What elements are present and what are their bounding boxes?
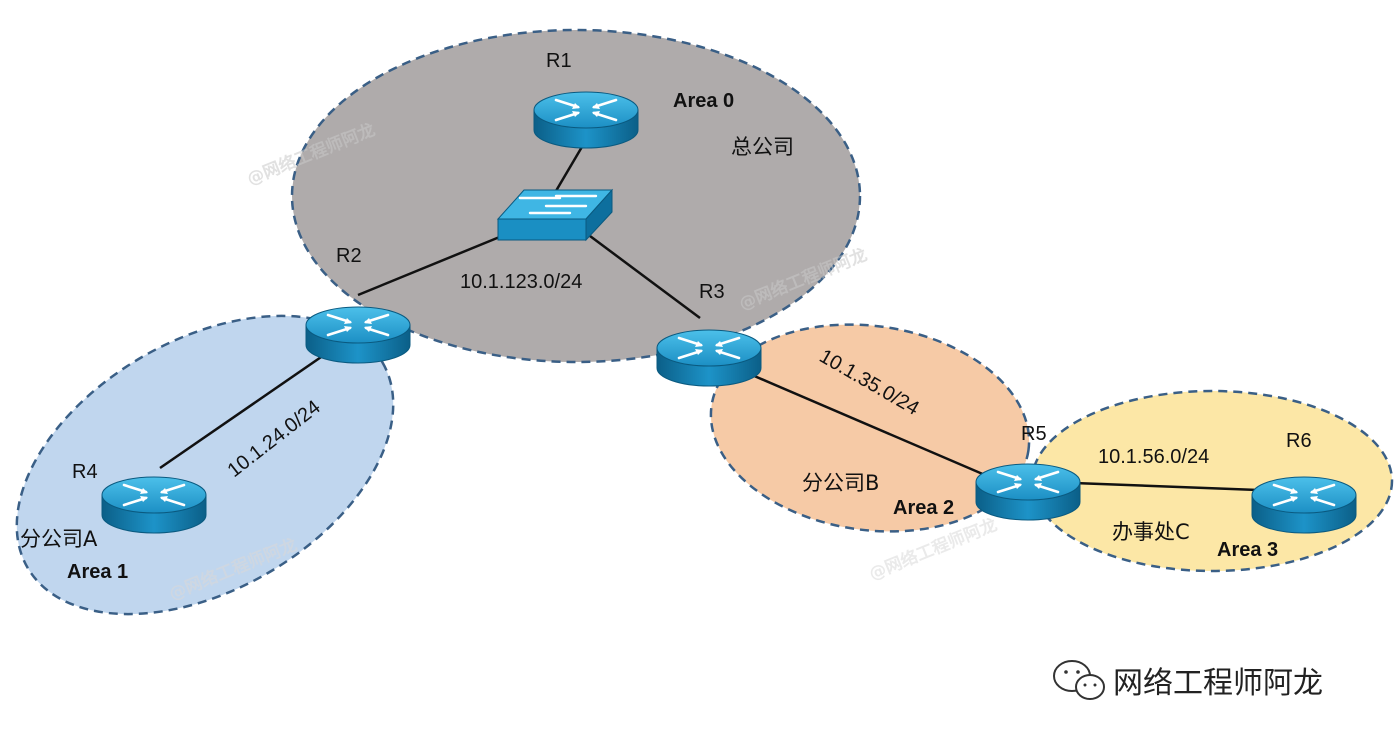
- area-2-zone: [709, 323, 1031, 533]
- area-label-0: Area 0: [673, 90, 734, 112]
- link-r5-r6: [1073, 481, 1259, 492]
- site-label-branch-a: 分公司A: [20, 527, 98, 551]
- site-label-office-c: 办事处C: [1112, 520, 1190, 544]
- area-label-2: Area 2: [893, 497, 954, 519]
- router-label-r5: R5: [1021, 423, 1047, 445]
- router-r3-icon[interactable]: [655, 328, 763, 388]
- area-label-1: Area 1: [67, 561, 128, 583]
- router-label-r1: R1: [546, 50, 572, 72]
- link-switch-r2: [357, 234, 503, 297]
- router-r5-icon[interactable]: [974, 462, 1082, 522]
- link-r3-r5: [744, 370, 986, 477]
- router-r6-icon[interactable]: [1250, 475, 1358, 535]
- link-r2-r4: [159, 342, 341, 470]
- switch-icon[interactable]: [496, 188, 614, 242]
- subnet-label-56: 10.1.56.0/24: [1098, 446, 1209, 468]
- router-r2-icon[interactable]: [304, 305, 412, 365]
- router-label-r3: R3: [699, 281, 725, 303]
- link-r1-switch: [551, 139, 588, 197]
- footer-brand-text: 网络工程师阿龙: [1113, 666, 1323, 701]
- router-label-r6: R6: [1286, 430, 1312, 452]
- router-label-r2: R2: [336, 245, 362, 267]
- router-label-r4: R4: [72, 461, 98, 483]
- area-label-3: Area 3: [1217, 539, 1278, 561]
- link-switch-r3: [589, 234, 701, 320]
- subnet-label-123: 10.1.123.0/24: [460, 271, 582, 293]
- links: [159, 139, 1259, 492]
- wechat-icon: [1053, 660, 1105, 700]
- router-r4-icon[interactable]: [100, 475, 208, 535]
- router-r1-icon[interactable]: [532, 90, 640, 150]
- site-label-branch-b: 分公司B: [802, 471, 879, 495]
- area-1-zone: [15, 314, 395, 616]
- site-label-hq: 总公司: [731, 135, 794, 159]
